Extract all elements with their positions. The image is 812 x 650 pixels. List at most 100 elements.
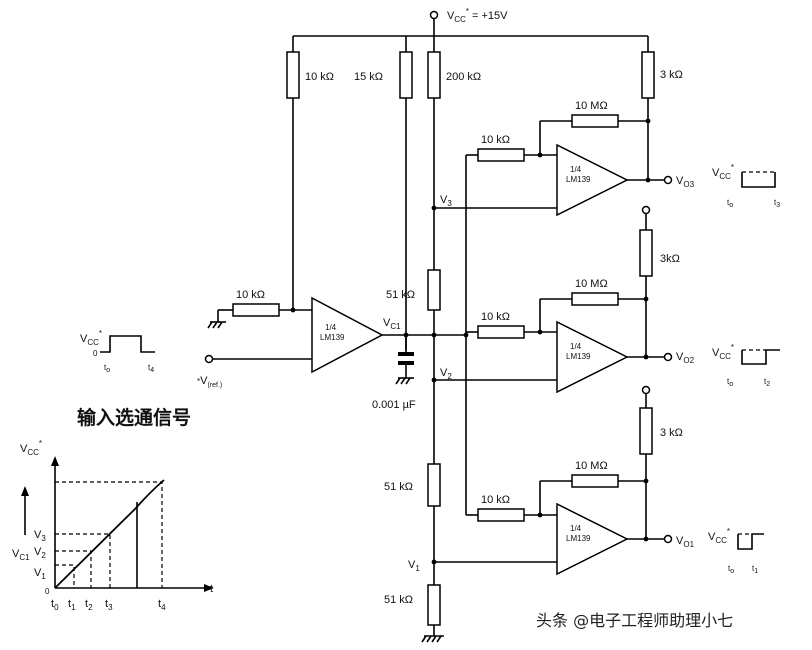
svg-text:VCC*: VCC* xyxy=(80,329,102,347)
svg-text:to: to xyxy=(728,564,734,575)
vo3-terminal xyxy=(663,175,673,185)
ytick-v3: V3 xyxy=(34,529,46,543)
resistor-in-c3 xyxy=(477,148,525,162)
node-vo3-label: VO3 xyxy=(676,175,695,189)
opamp-c3 xyxy=(556,143,629,217)
node-v2-label: V2 xyxy=(440,367,452,381)
node-vo1-label: VO1 xyxy=(676,535,695,549)
pullup-terminal-c2 xyxy=(641,205,651,215)
resistor-div-top xyxy=(427,269,441,311)
label-r-div-mid: 51 kΩ xyxy=(384,481,413,493)
label-r-div-top: 51 kΩ xyxy=(386,289,415,301)
label-r-gnd-in: 10 kΩ xyxy=(236,289,265,301)
resistor-15k: 15 kΩ xyxy=(354,36,413,350)
label-r-pull-c2: 3kΩ xyxy=(660,253,680,265)
graph-origin: 0 xyxy=(45,587,50,596)
label-r-fb-c1: 10 MΩ xyxy=(575,460,608,472)
label-r-fb-c2: 10 MΩ xyxy=(575,278,608,290)
opamp-c1-part: LM139 xyxy=(566,534,591,543)
svg-text:VCC*: VCC* xyxy=(708,527,730,545)
vref-terminal xyxy=(204,354,214,364)
ground-icon-input xyxy=(207,321,226,329)
caption-input-strobe: 输入选通信号 xyxy=(77,406,191,429)
waveform-input: VCC* 0 to t4 xyxy=(80,329,155,374)
waveform-o1: VCC* to t1 xyxy=(708,527,764,575)
svg-text:t2: t2 xyxy=(764,377,770,388)
svg-text:VCC*: VCC* xyxy=(712,343,734,361)
vo2-terminal xyxy=(663,352,673,362)
ytick-vc1-text: VC1 xyxy=(12,548,30,562)
resistor-pull-c2 xyxy=(639,229,653,277)
label-r-15k: 15 kΩ xyxy=(354,71,383,83)
svg-text:to: to xyxy=(727,377,733,388)
comparator-3: 10 kΩ 1/4 LM139 10 MΩ 3 kΩ VO3 xyxy=(466,36,695,217)
resistor-fb-c2 xyxy=(571,292,619,306)
ground-icon-cap xyxy=(395,377,414,385)
svg-text:t4: t4 xyxy=(148,363,154,374)
label-r-200k: 200 kΩ xyxy=(446,71,481,83)
opamp-c1 xyxy=(556,502,629,576)
comparator-1: 10 kΩ 1/4 LM139 10 MΩ 3 kΩ VO1 xyxy=(466,385,695,576)
supply-rail: VCC*= +15V xyxy=(293,7,648,37)
xtick-t0: t0 xyxy=(51,598,59,612)
svg-text:t3: t3 xyxy=(774,198,780,209)
opamp-c2-part: LM139 xyxy=(566,352,591,361)
resistor-in-c2 xyxy=(477,325,525,339)
svg-text:to: to xyxy=(104,363,110,374)
xtick-t3: t3 xyxy=(105,598,113,612)
input-comparator: 10 kΩ *V(ref.) 1/4 LM139 VC1 0.001 µF xyxy=(197,289,466,411)
label-r-in-c2: 10 kΩ xyxy=(481,311,510,323)
guide-v3 xyxy=(55,533,111,588)
ramp-curve xyxy=(54,479,165,589)
opamp-c2 xyxy=(556,320,629,394)
opamp-c3-part: LM139 xyxy=(566,175,591,184)
svg-text:VCC*: VCC* xyxy=(712,163,734,181)
ytick-v2: V2 xyxy=(34,546,46,560)
svg-text:to: to xyxy=(727,198,733,209)
label-r-fb-c3: 10 MΩ xyxy=(575,100,608,112)
waveform-o3: VCC* to t3 xyxy=(712,163,780,209)
resistor-pull-c1 xyxy=(639,407,653,455)
resistor-200k: 200 kΩ xyxy=(427,36,481,270)
label-capacitor: 0.001 µF xyxy=(372,399,416,411)
label-r-pull-c1: 3 kΩ xyxy=(660,427,683,439)
resistor-gnd-in xyxy=(232,303,280,317)
node-v3-label: V3 xyxy=(440,194,452,208)
vo1-terminal xyxy=(663,534,673,544)
label-r-in-c1: 10 kΩ xyxy=(481,494,510,506)
divider-taps: V3 V2 V1 xyxy=(408,194,557,573)
opamp-input-fraction: 1/4 xyxy=(325,323,337,332)
opamp-input-part: LM139 xyxy=(320,333,345,342)
vref-label: *V(ref.) xyxy=(197,375,222,389)
capacitor-plate-top xyxy=(398,352,414,356)
label-r-in-pull: 10 kΩ xyxy=(305,71,334,83)
xtick-t1: t1 xyxy=(68,598,76,612)
timing-graph: VCC* t 0 V3 V2 VC1 V1 t0 t1 t2 t3 t4 xyxy=(12,439,214,612)
svg-text:VCC*: VCC* xyxy=(20,439,42,457)
pullup-terminal-c1 xyxy=(641,385,651,395)
ground-icon-divider xyxy=(421,635,444,643)
comparator-2: 10 kΩ 1/4 LM139 10 MΩ 3kΩ VO2 xyxy=(466,205,695,394)
resistor-in-c1 xyxy=(477,508,525,522)
node-v1-label: V1 xyxy=(408,559,420,573)
xtick-t2: t2 xyxy=(85,598,93,612)
opamp-c3-fraction: 1/4 xyxy=(570,165,582,174)
resistor-fb-c1 xyxy=(571,474,619,488)
opamp-c2-fraction: 1/4 xyxy=(570,342,582,351)
supply-terminal xyxy=(429,10,439,20)
resistor-input-pullup: 10 kΩ xyxy=(286,36,334,310)
xtick-t4: t4 xyxy=(158,598,166,612)
guide-v2 xyxy=(55,550,92,588)
svg-text:0: 0 xyxy=(93,349,98,358)
waveform-o2: VCC* to t2 xyxy=(712,343,780,388)
graph-x-title: t xyxy=(210,583,213,595)
label-r-in-c3: 10 kΩ xyxy=(481,134,510,146)
resistor-pull-c3 xyxy=(641,51,655,99)
label-r-div-bot: 51 kΩ xyxy=(384,594,413,606)
node-vo2-label: VO2 xyxy=(676,351,695,365)
capacitor-plate-bottom xyxy=(398,361,414,365)
svg-text:t1: t1 xyxy=(752,564,758,575)
label-r-pull-c3: 3 kΩ xyxy=(660,69,683,81)
resistor-div-mid xyxy=(427,463,441,507)
